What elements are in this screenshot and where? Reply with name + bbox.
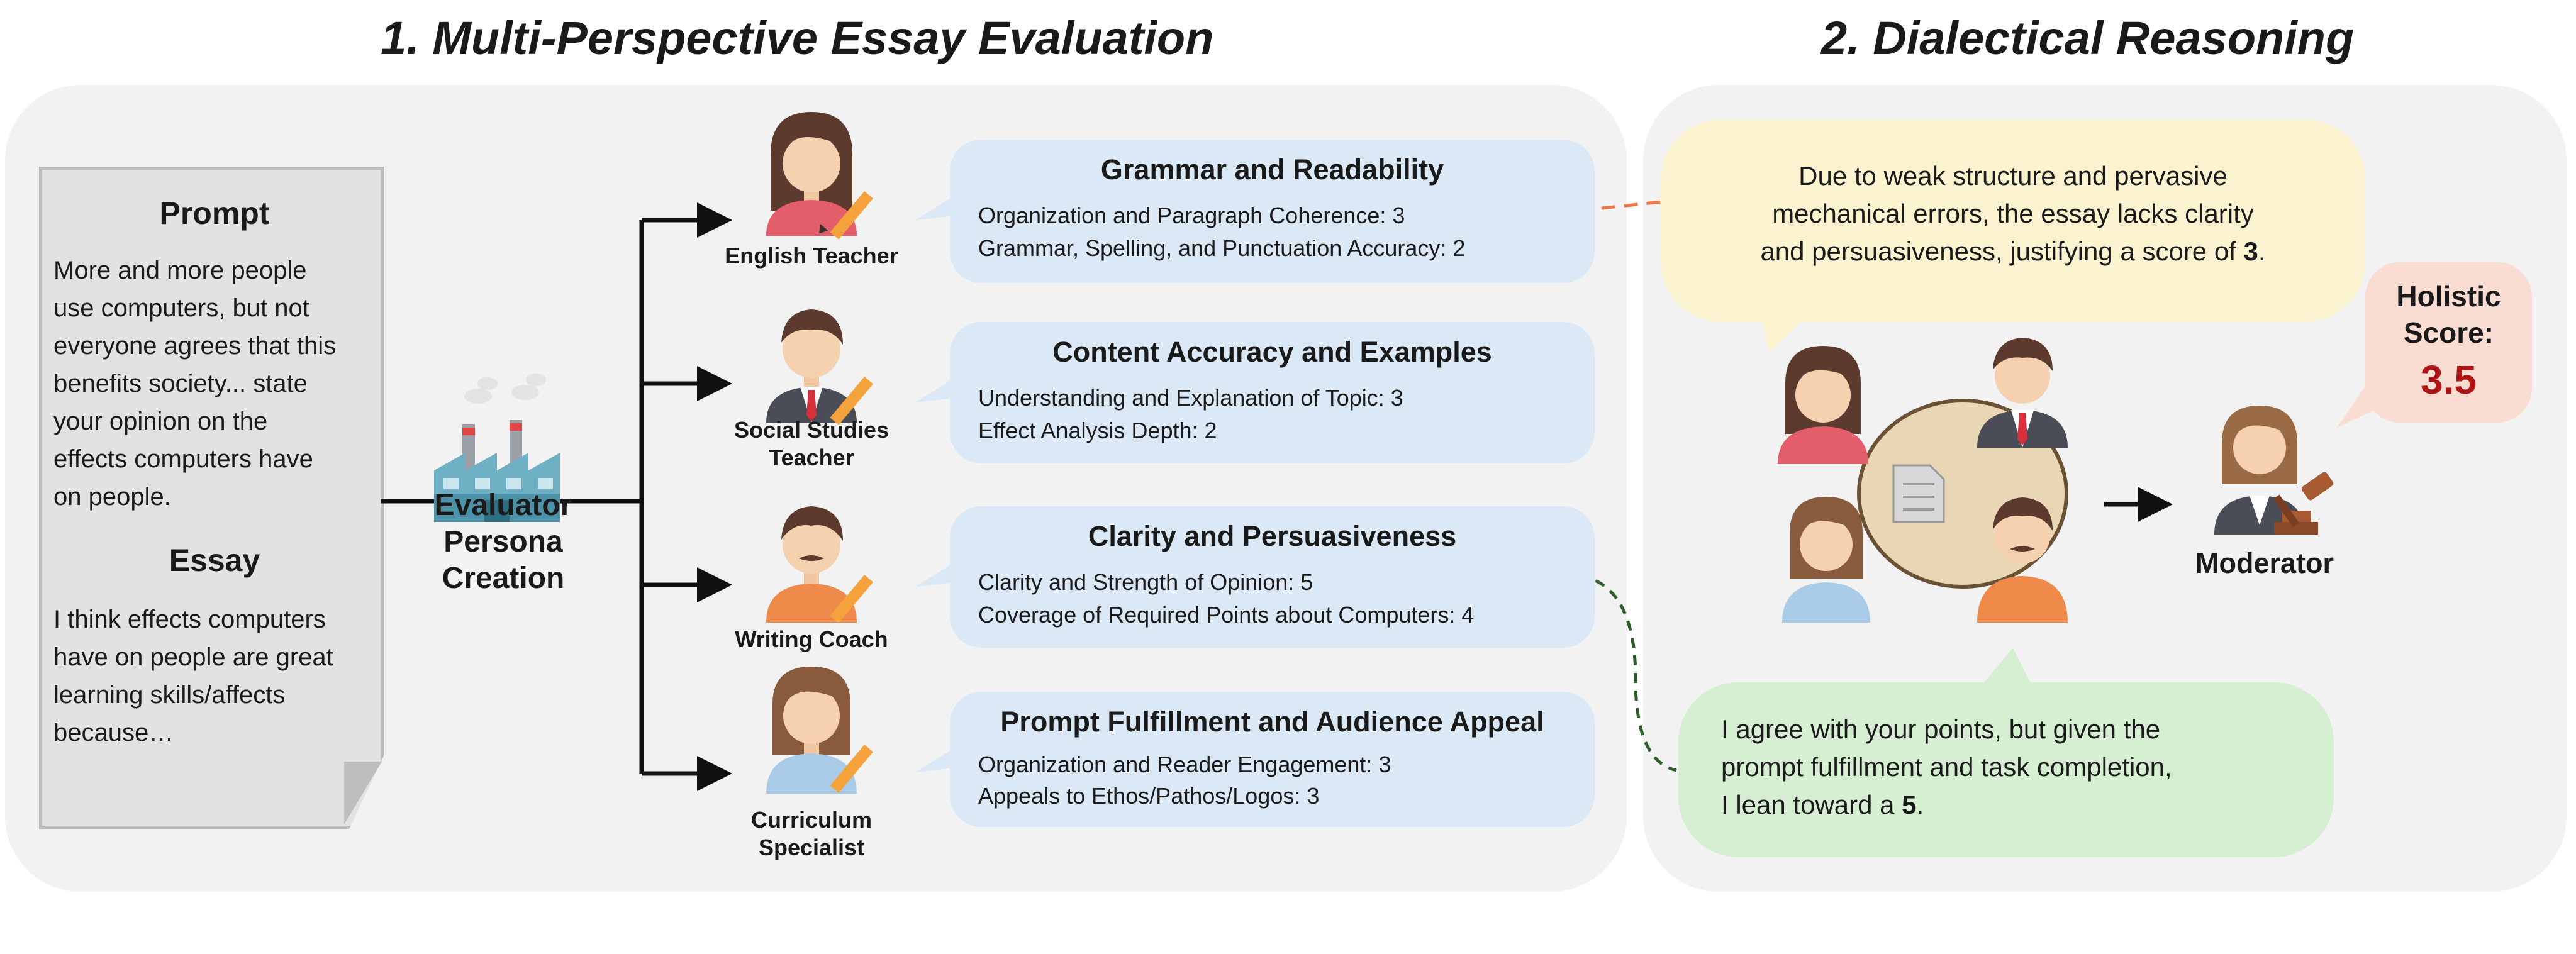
persona-label-writing-coach: Writing Coach [735, 626, 888, 652]
essay-text: I think effects computers have on people… [53, 606, 333, 746]
dashed-link-green [1578, 574, 1677, 772]
holistic-score-title: Holistic Score: [2396, 280, 2501, 349]
english-teacher-icon [766, 112, 873, 240]
green-bubble-tail [1982, 648, 2032, 685]
gavel-icon [2273, 472, 2334, 535]
debater-male-mustache-icon [1977, 497, 2068, 623]
factory-label: Evaluator Persona Creation [434, 489, 572, 595]
moderator-icon [2214, 406, 2305, 535]
rubric-item: Organization and Reader Engagement: 3 [978, 752, 1391, 777]
score-three: 3 [2243, 236, 2258, 266]
rubric-box-prompt-fulfillment: Prompt Fulfillment and Audience Appeal O… [950, 692, 1595, 827]
document-icon [1892, 464, 1945, 523]
rubric-tail-3 [915, 563, 959, 587]
argument-bubble-green: I agree with your points, but given the … [1678, 682, 2334, 857]
rubric-box-clarity-persuasiveness: Clarity and Persuasiveness Clarity and S… [950, 506, 1595, 648]
debater-female-pink-icon [1778, 346, 1868, 464]
rubric-item: Understanding and Explanation of Topic: … [978, 385, 1403, 411]
debater-male-suit-icon [1977, 338, 2068, 448]
rubric-item: Coverage of Required Points about Comput… [978, 602, 1475, 628]
persona-label-curriculum-specialist: Curriculum Specialist [750, 807, 873, 860]
rubric-tail-1 [915, 196, 959, 220]
holistic-score-value: 3.5 [2421, 357, 2477, 402]
rubric-item: Appeals to Ethos/Pathos/Logos: 3 [978, 783, 1320, 809]
argument-bubble-yellow: Due to weak structure and pervasive mech… [1661, 119, 2365, 322]
rubric-item: Effect Analysis Depth: 2 [978, 418, 1217, 443]
prompt-essay-document: Prompt Essay [39, 167, 384, 829]
yellow-bubble-tail [1761, 318, 1805, 352]
factory-icon [434, 374, 560, 522]
persona-label-english-teacher: English Teacher [725, 243, 898, 269]
rubric-item: Organization and Paragraph Coherence: 3 [978, 202, 1405, 228]
essay-heading: Essay [169, 543, 260, 578]
prompt-heading: Prompt [159, 196, 270, 231]
persona-label-social-studies-teacher: Social Studies Teacher [733, 417, 889, 470]
rubric-box-content-accuracy: Content Accuracy and Examples Understand… [950, 322, 1595, 463]
score-five: 5 [1902, 790, 1917, 819]
rubric-tail-4 [915, 748, 959, 772]
debater-female-blue-icon [1782, 497, 1870, 623]
rubric-box-grammar-readability: Grammar and Readability Organization and… [950, 140, 1595, 283]
rubric-tail-2 [915, 379, 959, 402]
moderator-label: Moderator [2195, 547, 2334, 579]
rubric-title: Clarity and Persuasiveness [1088, 520, 1457, 552]
dashed-link-orange [1578, 199, 1668, 213]
rubric-title: Prompt Fulfillment and Audience Appeal [1000, 706, 1544, 738]
rubric-item: Grammar, Spelling, and Punctuation Accur… [978, 235, 1466, 261]
rubric-title: Grammar and Readability [1100, 153, 1444, 186]
writing-coach-icon [766, 506, 873, 623]
section-title-dialectical: 2. Dialectical Reasoning [1821, 12, 2355, 64]
rubric-item: Clarity and Strength of Opinion: 5 [978, 569, 1313, 595]
rubric-title: Content Accuracy and Examples [1052, 336, 1492, 368]
curriculum-specialist-icon [766, 667, 873, 794]
prompt-text: More and more people use computers, but … [53, 257, 337, 511]
section-title-evaluation: 1. Multi-Perspective Essay Evaluation [381, 12, 1214, 64]
holistic-score-box: Holistic Score: 3.5 [2365, 262, 2532, 423]
social-studies-teacher-icon [766, 309, 873, 425]
